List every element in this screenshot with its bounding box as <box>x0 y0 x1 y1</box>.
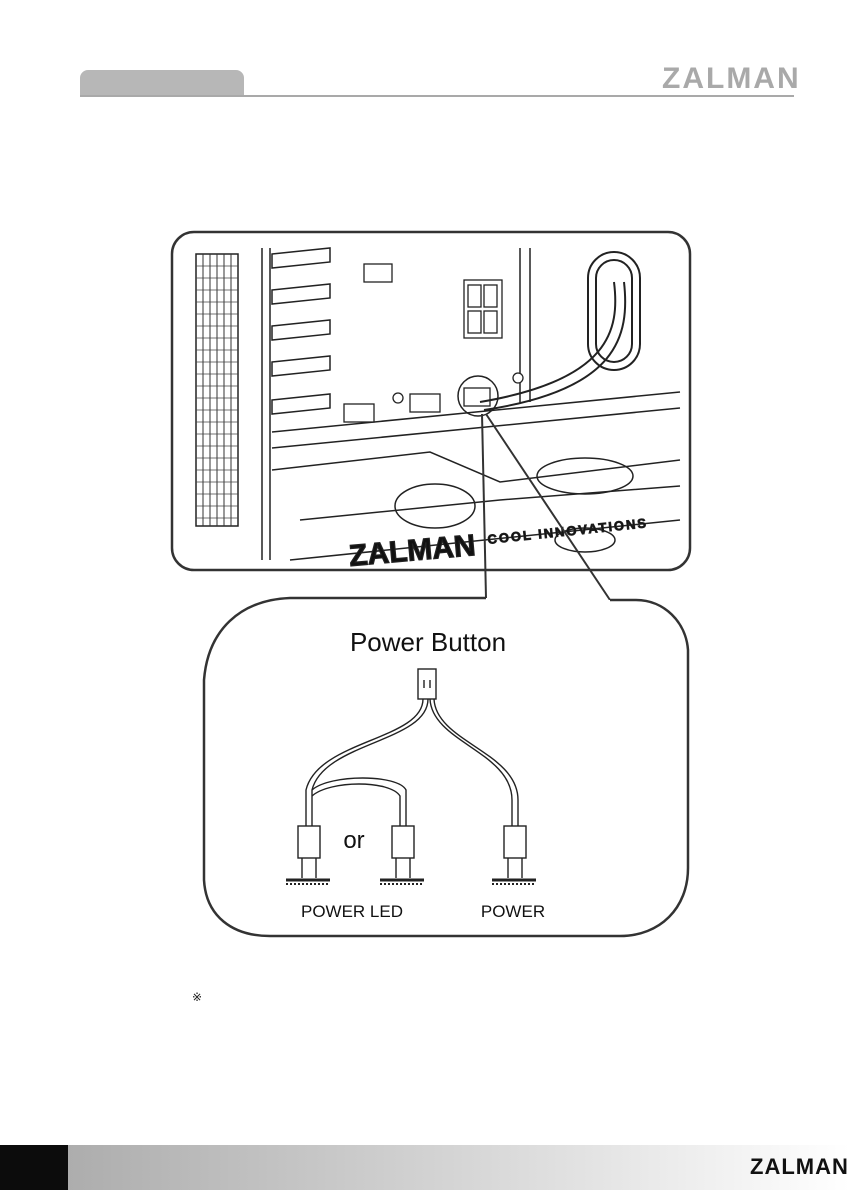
footer-logo: ZALMAN <box>750 1154 849 1180</box>
note-symbol: ※ <box>192 990 202 1004</box>
power-label: POWER <box>481 902 545 921</box>
or-label: or <box>343 827 364 854</box>
footer-bar <box>0 1145 850 1190</box>
callout-title: Power Button <box>350 627 506 657</box>
power-led-label: POWER LED <box>301 902 403 921</box>
footer-page-block <box>0 1145 68 1190</box>
